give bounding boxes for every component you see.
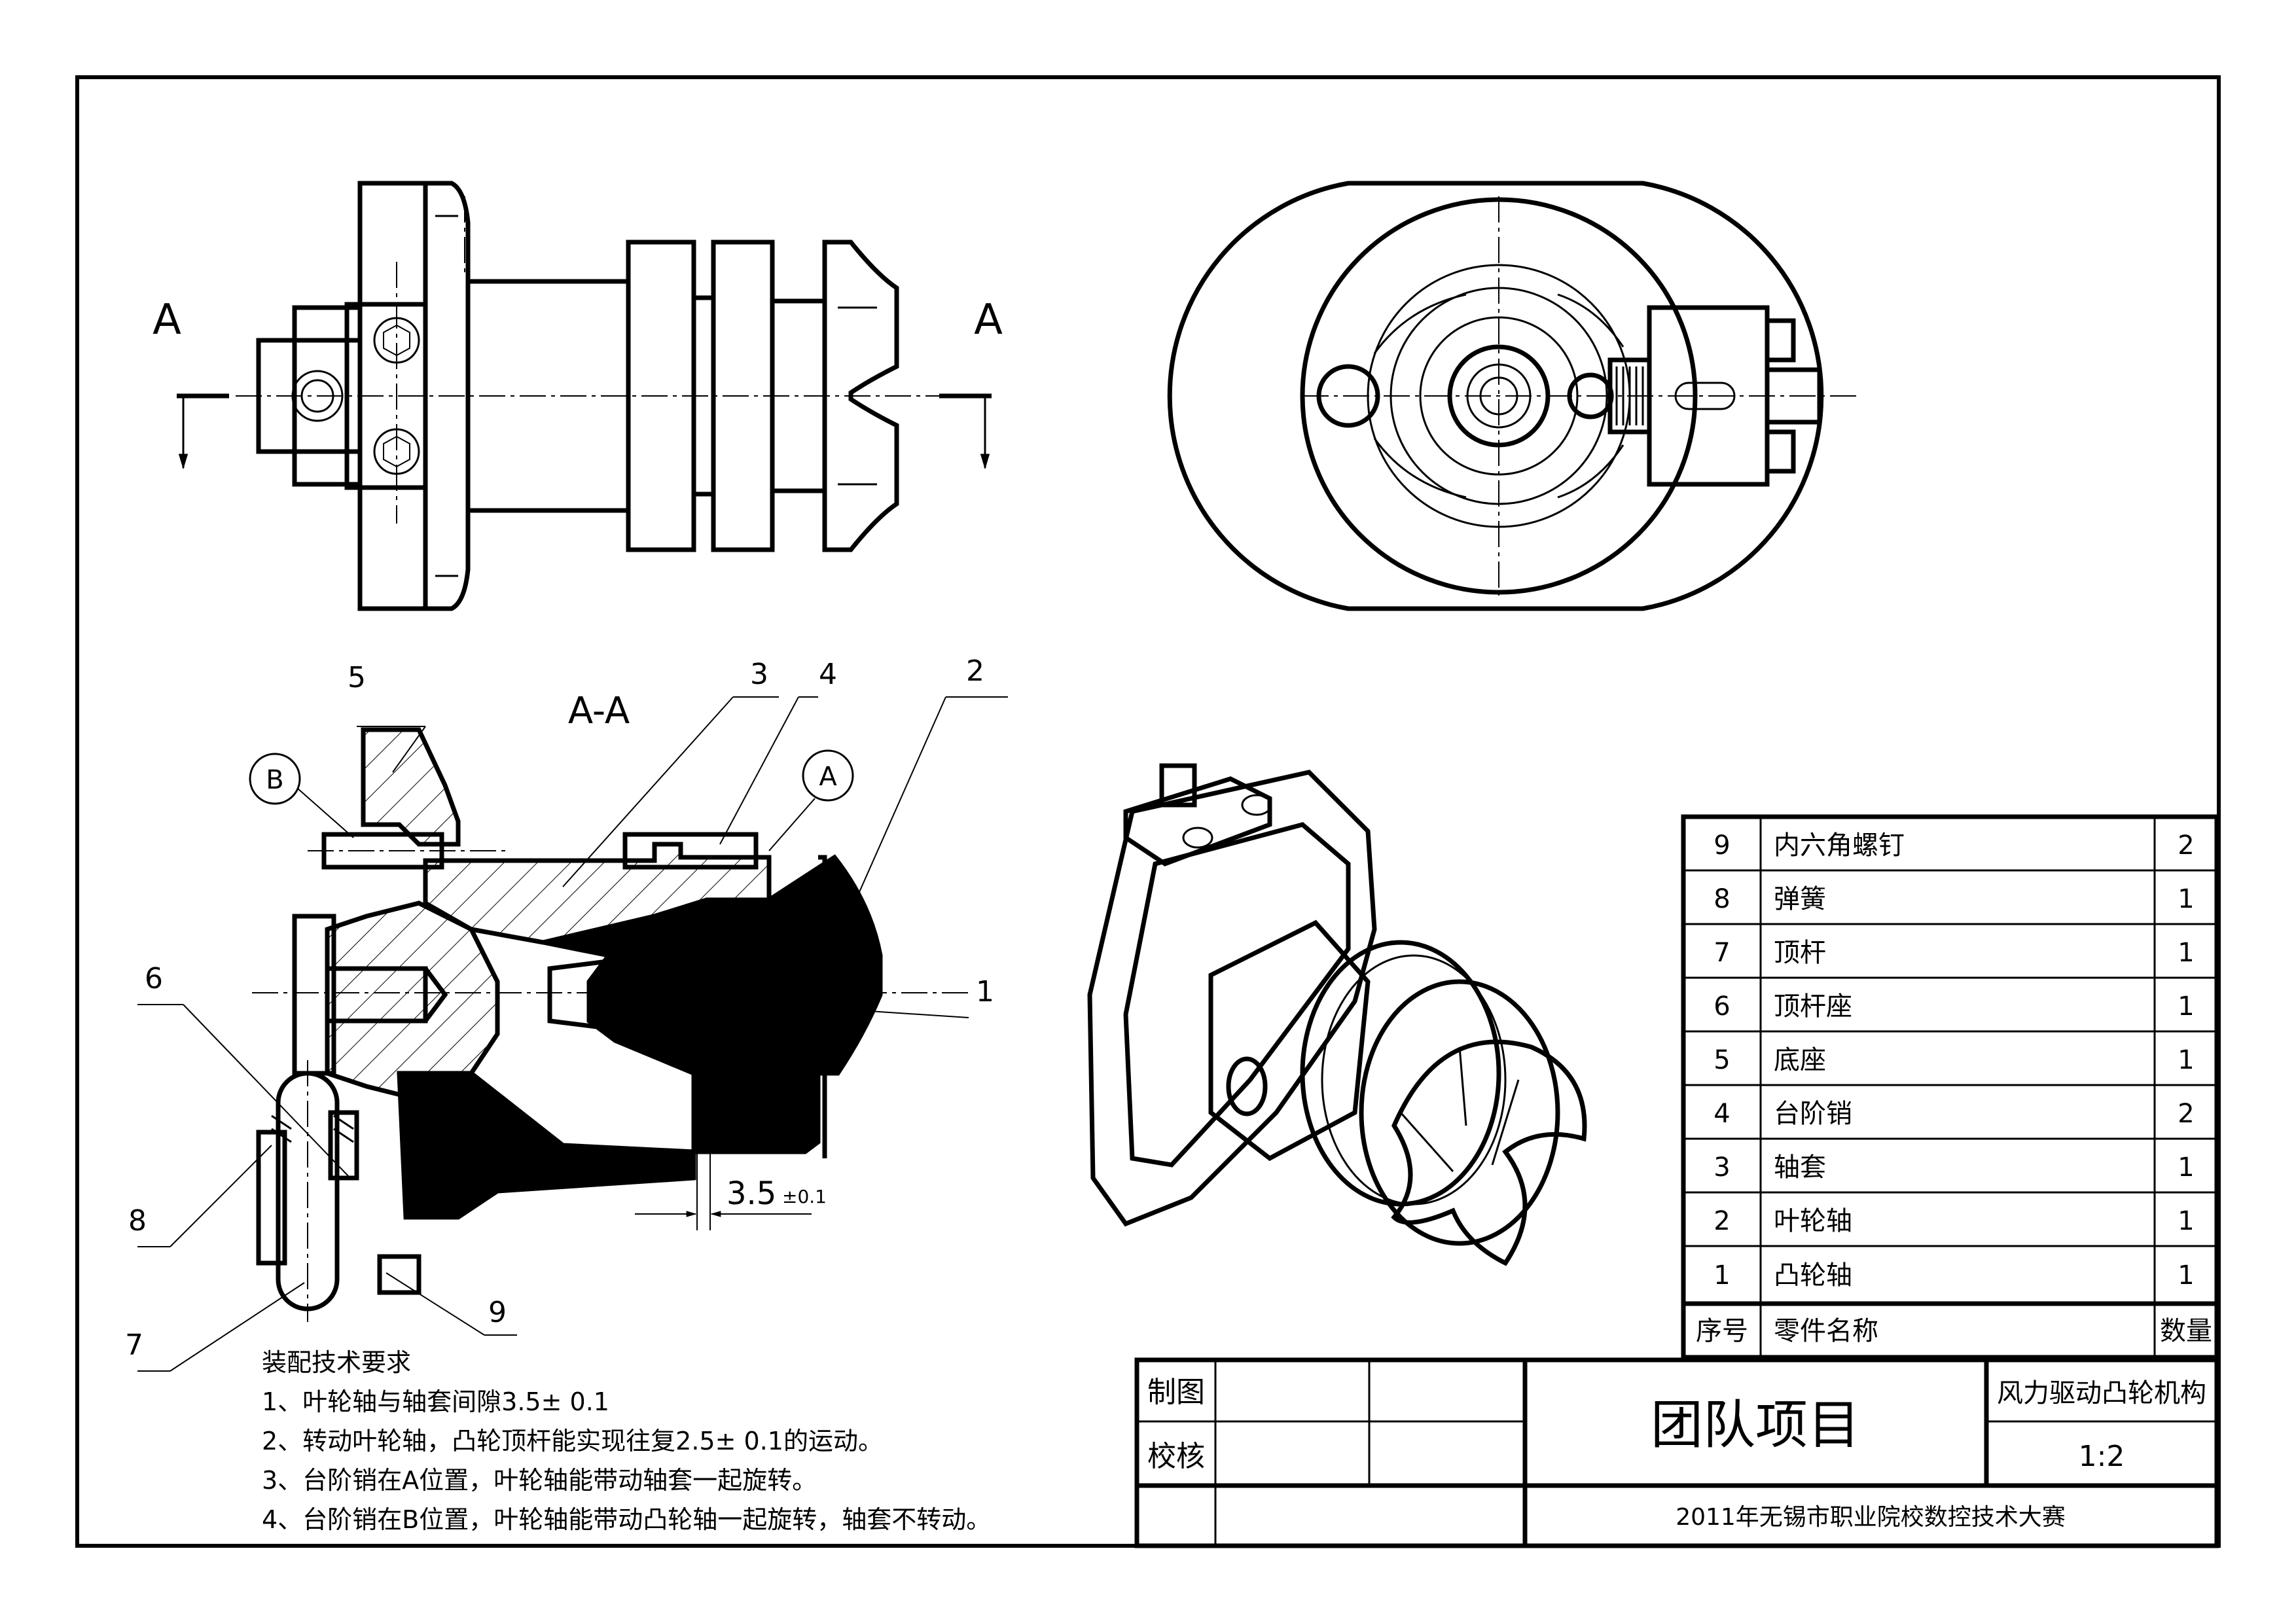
parts-row-7-no: 3 (1713, 1152, 1730, 1183)
position-marker-a: A (819, 762, 837, 792)
balloon-5: 5 (348, 661, 366, 694)
parts-row-9-name: 凸轮轴 (1774, 1260, 1852, 1291)
parts-header-name: 零件名称 (1774, 1316, 1878, 1346)
parts-header-no: 序号 (1696, 1316, 1748, 1346)
balloon-4: 4 (819, 658, 837, 691)
dimension-value: 3.5 (726, 1175, 776, 1212)
title-block: 制图 校核 团队项目 风力驱动凸轮机构 1:2 2011年无锡市职业院校数控技术… (1134, 1357, 2219, 1548)
parts-row-1-name: 内六角螺钉 (1774, 830, 1905, 861)
parts-row-5-no: 5 (1713, 1045, 1730, 1075)
parts-row-4-no: 6 (1713, 991, 1730, 1022)
parts-row-1-no: 9 (1713, 830, 1730, 861)
parts-row-3-no: 7 (1713, 938, 1730, 968)
tech-req-item-3: 3、台阶销在A位置，叶轮轴能带动轴套一起旋转。 (262, 1466, 817, 1495)
parts-row-8-no: 2 (1713, 1206, 1730, 1236)
position-marker-b: B (266, 765, 283, 795)
project-title: 团队项目 (1651, 1395, 1860, 1455)
parts-row-9-qty: 1 (2178, 1260, 2194, 1291)
parts-row-7-name: 轴套 (1774, 1152, 1826, 1183)
section-mark-right: A (974, 296, 1003, 344)
parts-row-4-qty: 1 (2178, 991, 2194, 1022)
checked-by-label: 校核 (1147, 1440, 1205, 1473)
tech-req-item-2: 2、转动叶轮轴，凸轮顶杆能实现往复2.5± 0.1的运动。 (262, 1427, 883, 1455)
parts-row-3-name: 顶杆 (1774, 938, 1826, 968)
event-name: 2011年无锡市职业院校数控技术大赛 (1676, 1504, 2066, 1531)
balloon-8: 8 (128, 1204, 147, 1238)
side-view (1167, 181, 1859, 611)
parts-row-8-name: 叶轮轴 (1774, 1206, 1852, 1236)
front-view: A A (152, 181, 1003, 611)
parts-row-5-name: 底座 (1774, 1045, 1826, 1075)
parts-row-6-no: 4 (1713, 1099, 1730, 1129)
parts-row-2-qty: 1 (2178, 884, 2194, 914)
balloon-3: 3 (750, 658, 768, 691)
balloon-1: 1 (976, 975, 994, 1008)
section-title: A-A (568, 690, 630, 732)
balloon-2: 2 (966, 654, 984, 688)
isometric-view (1087, 763, 1587, 1266)
parts-row-8-qty: 1 (2178, 1206, 2194, 1236)
technical-requirements: 装配技术要求 1、叶轮轴与轴套间隙3.5± 0.1 2、转动叶轮轴，凸轮顶杆能实… (262, 1348, 991, 1534)
parts-row-7-qty: 1 (2178, 1152, 2194, 1183)
balloon-7: 7 (125, 1329, 143, 1362)
section-view: A-A (252, 690, 969, 1322)
parts-list: 9 内六角螺钉 2 8 弹簧 1 7 顶杆 1 6 顶杆座 1 5 底座 1 4… (1681, 814, 2219, 1360)
parts-header-qty: 数量 (2160, 1316, 2212, 1346)
drawing-scale: 1:2 (2079, 1440, 2125, 1473)
leader-lines (137, 696, 1008, 1372)
balloon-6: 6 (145, 962, 163, 995)
balloon-9: 9 (488, 1296, 507, 1329)
parts-row-6-qty: 2 (2178, 1099, 2194, 1129)
parts-row-2-no: 8 (1713, 884, 1730, 914)
dimension-tolerance: ±0.1 (782, 1186, 827, 1207)
drawn-by-label: 制图 (1147, 1376, 1205, 1409)
tech-req-item-1: 1、叶轮轴与轴套间隙3.5± 0.1 (262, 1387, 609, 1416)
tech-req-item-4: 4、台阶销在B位置，叶轮轴能带动凸轮轴一起旋转，轴套不转动。 (262, 1505, 991, 1534)
parts-row-4-name: 顶杆座 (1774, 991, 1852, 1022)
section-mark-left: A (152, 296, 181, 344)
parts-row-2-name: 弹簧 (1774, 884, 1826, 914)
parts-row-1-qty: 2 (2178, 830, 2194, 861)
parts-row-6-name: 台阶销 (1774, 1099, 1852, 1129)
parts-row-5-qty: 1 (2178, 1045, 2194, 1075)
parts-row-9-no: 1 (1713, 1260, 1730, 1291)
parts-row-3-qty: 1 (2178, 938, 2194, 968)
tech-req-title: 装配技术要求 (262, 1348, 411, 1377)
drawing-name: 风力驱动凸轮机构 (1997, 1378, 2206, 1408)
